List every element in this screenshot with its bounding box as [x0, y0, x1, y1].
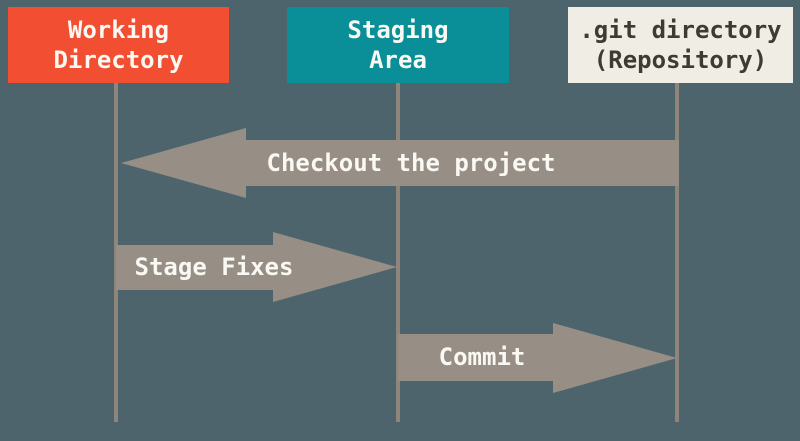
- stage-fixes-arrow-label: Stage Fixes: [134, 253, 294, 281]
- staging-area-label: Staging Area: [347, 16, 449, 74]
- checkout-arrow-label: Checkout the project: [266, 149, 556, 177]
- git-directory-box: .git directory (Repository): [568, 7, 793, 83]
- checkout-arrow-shaft: [246, 140, 679, 186]
- git-directory-label: .git directory (Repository): [579, 16, 782, 74]
- git-directory-lifeline: [675, 83, 679, 422]
- arrowhead-right-icon: [553, 323, 677, 393]
- staging-area-lifeline: [396, 83, 400, 422]
- working-directory-box: Working Directory: [8, 7, 229, 83]
- stage-fixes-arrow-shaft: [116, 245, 273, 290]
- commit-arrow-shaft: [398, 334, 553, 381]
- staging-area-box: Staging Area: [287, 7, 509, 83]
- arrowhead-left-icon: [121, 128, 246, 198]
- commit-arrow-label: Commit: [438, 343, 526, 371]
- working-directory-label: Working Directory: [53, 16, 184, 74]
- arrowhead-right-icon: [273, 232, 397, 302]
